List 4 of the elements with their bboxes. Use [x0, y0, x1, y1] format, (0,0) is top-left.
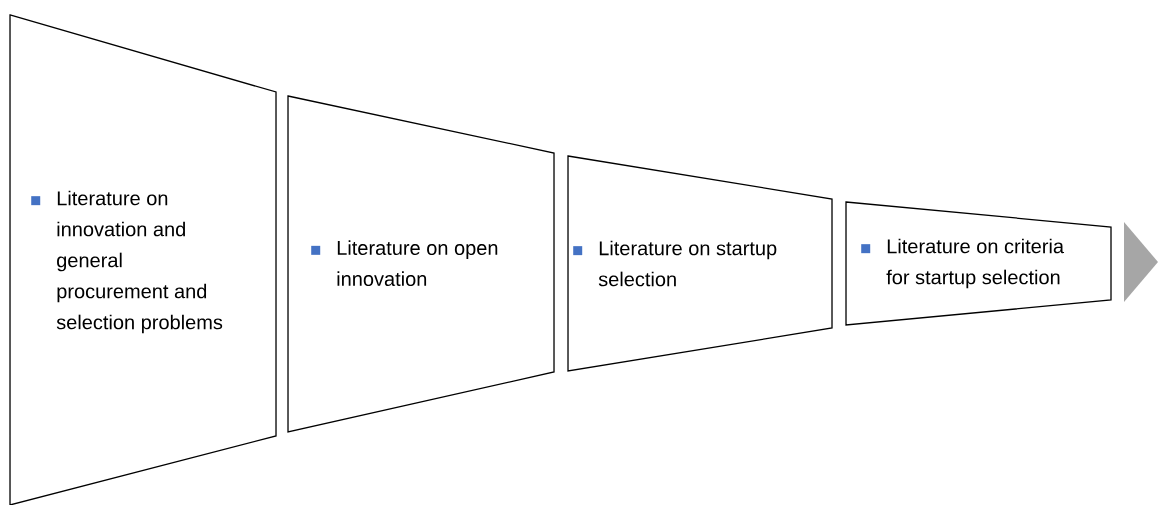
funnel-stage: Literature on criteria for startup selection [845, 201, 1112, 326]
funnel-stage: Literature on innovation and general procurement and selection problems [9, 14, 277, 505]
funnel-stage: Literature on open innovation [287, 95, 555, 433]
funnel-stage: Literature on startup selection [567, 155, 833, 372]
